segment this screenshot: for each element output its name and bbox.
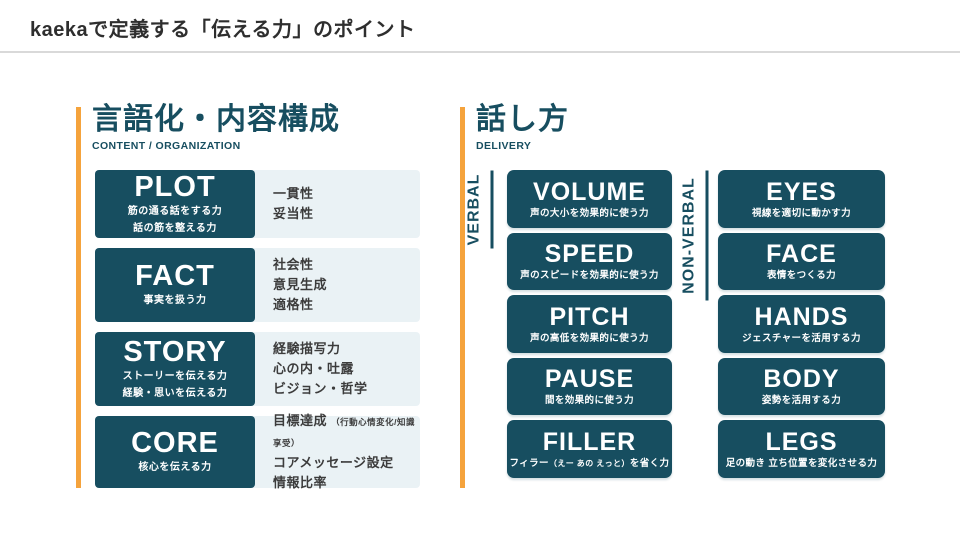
point-note: （行動心情変化/知識享受）: [273, 417, 416, 448]
skill-sub: 事実を扱う力: [143, 295, 207, 306]
accent-bar-delivery: [460, 107, 465, 488]
points-panel-core: 目標達成 （行動心情変化/知識享受） コアメッセージ設定 情報比率: [255, 413, 420, 490]
skill-box-story: STORY ストーリーを伝える力 経験・思いを伝える力: [95, 332, 255, 406]
delivery-sub: 声のスピードを効果的に使う力: [520, 270, 659, 281]
delivery-title: PAUSE: [544, 365, 635, 393]
point-item: 社会性: [273, 257, 314, 272]
skill-title: PLOT: [134, 170, 216, 203]
delivery-subheading: DELIVERY: [476, 139, 532, 152]
point-item: 意見生成: [273, 277, 328, 292]
skill-box-core: CORE 核心を伝える力: [95, 416, 255, 488]
skill-title: CORE: [131, 427, 219, 459]
delivery-box-eyes: EYES 視線を適切に動かす力: [718, 170, 885, 228]
point-item: コアメッセージ設定: [273, 455, 394, 470]
delivery-sub-text: フィラー: [509, 457, 549, 469]
point-item: ビジョン・哲学: [273, 381, 368, 396]
delivery-sub-note: （えー あの えっと）: [548, 458, 630, 468]
skill-box-plot: PLOT 筋の通る話をする力 話の筋を整える力: [95, 170, 255, 238]
delivery-section-header: 話し方 DELIVERY: [476, 103, 569, 152]
skill-sub: 核心を伝える力: [138, 462, 212, 473]
content-heading: 言語化・内容構成: [92, 103, 340, 136]
delivery-title: FILLER: [542, 427, 637, 456]
point-text: 目標達成: [273, 413, 328, 428]
delivery-sub: フィラー（えー あの えっと）を省く力: [509, 457, 670, 469]
skill-title: STORY: [123, 335, 227, 368]
page-title: kaekaで定義する「伝える力」のポイント: [30, 19, 416, 41]
point-item: 妥当性: [273, 206, 314, 221]
delivery-title: VOLUME: [533, 177, 646, 206]
points-panel-fact: 社会性 意見生成 適格性: [255, 248, 420, 322]
nonverbal-column: EYES 視線を適切に動かす力 FACE 表情をつくる力 HANDS ジェスチャ…: [718, 170, 885, 478]
point-item: 心の内・吐露: [273, 361, 355, 376]
delivery-sub: ジェスチャーを活用する力: [742, 332, 861, 344]
delivery-sub: 声の大小を効果的に使う力: [530, 207, 649, 219]
delivery-box-speed: SPEED 声のスピードを効果的に使う力: [507, 232, 672, 290]
delivery-title: SPEED: [544, 240, 635, 268]
delivery-title: HANDS: [754, 302, 849, 331]
delivery-title: LEGS: [765, 427, 838, 456]
verbal-group-label: VERBAL: [466, 170, 494, 249]
delivery-title: PITCH: [549, 302, 630, 331]
skill-box-fact: FACT 事実を扱う力: [95, 248, 255, 322]
content-section-header: 言語化・内容構成 CONTENT / ORGANIZATION: [92, 103, 340, 152]
skill-sub: ストーリーを伝える力: [122, 370, 228, 382]
skill-sub: 筋の通る話をする力: [127, 205, 223, 217]
skill-row-fact: FACT 事実を扱う力 社会性 意見生成 適格性: [95, 248, 420, 322]
delivery-title: BODY: [763, 365, 840, 393]
content-subheading: CONTENT / ORGANIZATION: [92, 139, 241, 152]
delivery-heading: 話し方: [476, 103, 569, 136]
delivery-sub: 足の動き 立ち位置を変化させる力: [725, 457, 878, 469]
delivery-sub-text: を省く力: [629, 457, 670, 469]
delivery-sub: 視線を適切に動かす力: [751, 207, 851, 219]
point-item: 経験描写力: [273, 341, 341, 356]
verbal-column: VOLUME 声の大小を効果的に使う力 SPEED 声のスピードを効果的に使う力…: [507, 170, 672, 478]
delivery-box-filler: FILLER フィラー（えー あの えっと）を省く力: [507, 420, 672, 478]
delivery-box-hands: HANDS ジェスチャーを活用する力: [718, 295, 885, 353]
skill-row-story: STORY ストーリーを伝える力 経験・思いを伝える力 経験描写力 心の内・吐露…: [95, 332, 420, 406]
point-item: 情報比率: [273, 475, 328, 490]
delivery-title: FACE: [766, 240, 837, 268]
point-item: 一貫性: [273, 186, 314, 201]
point-item: 適格性: [273, 297, 314, 312]
points-panel-story: 経験描写力 心の内・吐露 ビジョン・哲学: [255, 332, 420, 406]
delivery-box-legs: LEGS 足の動き 立ち位置を変化させる力: [718, 420, 885, 478]
point-item: 目標達成 （行動心情変化/知識享受）: [273, 411, 420, 453]
delivery-box-pitch: PITCH 声の高低を効果的に使う力: [507, 295, 672, 353]
skill-title: FACT: [135, 260, 215, 292]
delivery-sub: 間を効果的に使う力: [544, 395, 635, 406]
delivery-box-pause: PAUSE 間を効果的に使う力: [507, 357, 672, 415]
delivery-box-body: BODY 姿勢を活用する力: [718, 357, 885, 415]
title-divider: [0, 51, 960, 53]
delivery-title: EYES: [766, 177, 837, 206]
delivery-sub: 姿勢を活用する力: [761, 395, 842, 406]
skill-sub: 話の筋を整える力: [133, 222, 217, 234]
points-panel-plot: 一貫性 妥当性: [255, 170, 420, 238]
skill-sub: 経験・思いを伝える力: [122, 387, 228, 399]
delivery-sub: 表情をつくる力: [766, 270, 837, 281]
delivery-box-face: FACE 表情をつくる力: [718, 232, 885, 290]
nonverbal-group-label: NON-VERBAL: [681, 170, 709, 301]
accent-bar-content: [76, 107, 81, 488]
skill-row-core: CORE 核心を伝える力 目標達成 （行動心情変化/知識享受） コアメッセージ設…: [95, 413, 420, 490]
delivery-sub: 声の高低を効果的に使う力: [530, 332, 649, 344]
skill-row-plot: PLOT 筋の通る話をする力 話の筋を整える力 一貫性 妥当性: [95, 170, 420, 238]
delivery-box-volume: VOLUME 声の大小を効果的に使う力: [507, 170, 672, 228]
